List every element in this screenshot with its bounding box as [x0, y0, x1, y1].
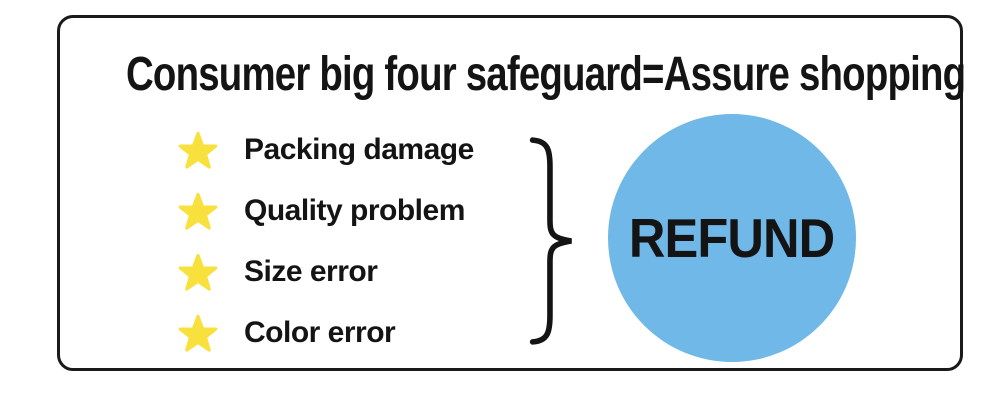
list-item-label: Size error: [244, 254, 378, 288]
refund-badge: REFUND: [608, 114, 856, 362]
curly-brace-icon: [529, 137, 572, 345]
list-item-label: Color error: [244, 315, 396, 349]
star-icon: [178, 253, 218, 291]
star-icon: [178, 314, 218, 352]
list-item-label: Packing damage: [244, 132, 474, 166]
list-item-label: Quality problem: [244, 193, 465, 227]
safeguard-list: Packing damage Quality problem Size erro…: [178, 119, 474, 363]
star-icon: [178, 131, 218, 169]
banner-title: Consumer big four safeguard=Assure shopp…: [126, 48, 966, 101]
banner-frame: Consumer big four safeguard=Assure shopp…: [57, 15, 966, 371]
list-item: Quality problem: [178, 180, 474, 241]
list-item: Color error: [178, 302, 474, 363]
list-item: Packing damage: [178, 119, 474, 180]
refund-label: REFUND: [629, 207, 835, 269]
list-item: Size error: [178, 241, 474, 302]
star-icon: [178, 192, 218, 230]
